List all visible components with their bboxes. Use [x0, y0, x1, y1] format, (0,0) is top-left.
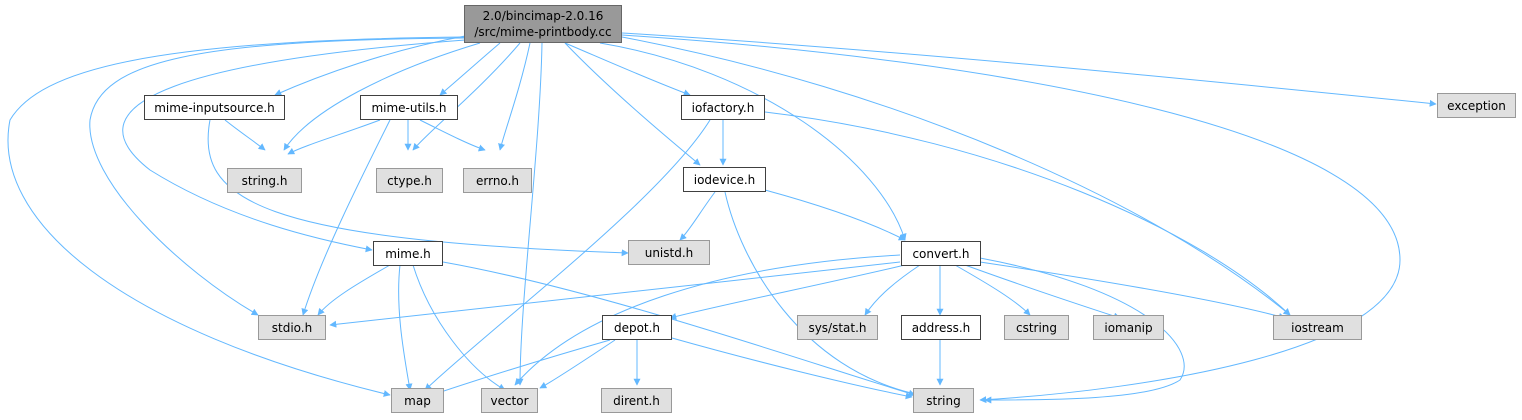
edge-root-iodevice [564, 42, 701, 166]
edge-iof-iostream [764, 111, 1291, 316]
node-iomanip: iomanip [1093, 315, 1164, 340]
node-sys-stat-h: sys/stat.h [797, 315, 878, 340]
node-mime-h[interactable]: mime.h [373, 241, 443, 266]
edge-mime-string [442, 261, 916, 397]
edge-root-errno-h [498, 42, 531, 151]
edge-root-exception [621, 32, 1437, 107]
node-depot-h[interactable]: depot.h [602, 315, 672, 340]
node-mime-utils-h[interactable]: mime-utils.h [360, 95, 458, 120]
node-vector: vector [481, 388, 538, 413]
edge-root-vector [516, 42, 543, 386]
edge-root-mime-utils [439, 42, 501, 96]
node-iofactory-h[interactable]: iofactory.h [681, 95, 765, 120]
node-exception: exception [1437, 93, 1516, 118]
edge-root-string [621, 34, 1401, 404]
edge-mime-map [398, 264, 413, 391]
edge-root-map [7, 36, 466, 397]
edge-iod-unistd-h [679, 191, 716, 241]
edge-iod-string [724, 191, 921, 398]
edge-root-mime-inputsource [274, 35, 466, 96]
edge-conv-iostream [979, 261, 1286, 320]
node-errno-h: errno.h [463, 168, 532, 193]
node-map: map [391, 388, 444, 413]
node-cstring: cstring [1004, 315, 1069, 340]
root-node-line-2: /src/mime-printbody.cc [474, 25, 612, 39]
edge-conv-sys-stat-h [864, 264, 921, 316]
edge-root-iostream [621, 36, 1291, 316]
edge-mis-string-h [224, 119, 266, 151]
node-convert-h[interactable]: convert.h [901, 241, 981, 266]
edge-iod-convert-h [764, 189, 906, 241]
edge-mime-vector [412, 264, 506, 391]
node-iostream: iostream [1273, 315, 1362, 340]
node-iodevice-h[interactable]: iodevice.h [683, 167, 766, 192]
edge-root-mime-h [122, 39, 466, 253]
node-dirent-h: dirent.h [601, 388, 672, 413]
edge-depot-vector [539, 339, 616, 389]
root-node-line-1: 2.0/bincimap-2.0.16 [482, 9, 604, 23]
edge-conv-string [979, 257, 1185, 404]
edge-root-iofactory [564, 42, 691, 97]
edge-root-string-h [283, 42, 481, 151]
edge-mu-string-h [287, 119, 381, 155]
edge-depot-map [431, 339, 611, 397]
edge-conv-stdio-h [329, 261, 901, 328]
edge-mu-errno-h [419, 119, 486, 152]
node-stdio-h: stdio.h [258, 315, 326, 340]
edge-root-convert-h [599, 42, 907, 241]
edge-mis-unistd-h [207, 119, 629, 257]
edge-depot-string [671, 337, 913, 400]
edge-iof-map [424, 119, 711, 391]
edge-conv-vector [514, 254, 901, 386]
node-unistd-h: unistd.h [628, 240, 710, 265]
edge-conv-iomanip [964, 264, 1121, 320]
node-ctype-h: ctype.h [376, 168, 443, 193]
root-node-mime-printbody-cc[interactable]: 2.0/bincimap-2.0.16 /src/mime-printbody.… [464, 5, 622, 43]
node-address-h[interactable]: address.h [901, 315, 981, 340]
edge-mime-stdio-h [317, 264, 391, 316]
node-string: string [913, 388, 974, 413]
edge-conv-depot-h [669, 264, 906, 320]
node-string-h: string.h [227, 168, 302, 193]
edge-mu-stdio-h [301, 119, 391, 316]
node-mime-inputsource-h[interactable]: mime-inputsource.h [144, 95, 285, 120]
edge-root-stdio-h [89, 37, 466, 316]
edge-conv-cstring [954, 264, 1031, 316]
